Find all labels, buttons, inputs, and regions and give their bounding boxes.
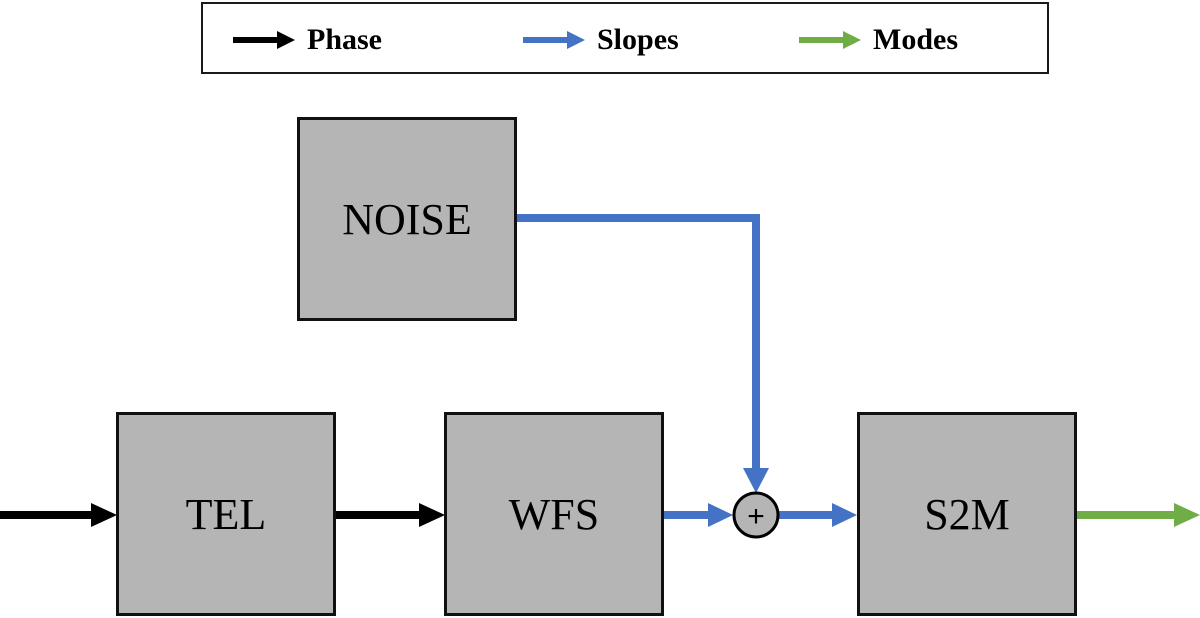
slopes-arrow-sum-to-s2m <box>778 503 857 527</box>
slopes-arrow-wfs-to-sum <box>664 503 733 527</box>
modes-output-arrow <box>1077 503 1200 527</box>
wfs-block: WFS <box>444 412 664 616</box>
plus-icon: + <box>747 500 765 533</box>
modes-arrow-icon <box>799 31 861 49</box>
tel-label: TEL <box>185 489 267 539</box>
tel-block: TEL <box>116 412 336 616</box>
wfs-label: WFS <box>508 489 600 539</box>
legend-label-slopes: Slopes <box>597 23 679 56</box>
s2m-block: S2M <box>857 412 1077 616</box>
s2m-label: S2M <box>924 489 1010 539</box>
legend-label-phase: Phase <box>307 23 382 56</box>
legend: Phase Slopes Modes <box>201 2 1049 74</box>
noise-block: NOISE <box>297 117 517 321</box>
legend-item-modes: Modes <box>799 4 958 76</box>
summing-junction: + <box>732 491 780 539</box>
legend-label-modes: Modes <box>873 23 958 56</box>
phase-input-arrow <box>0 503 117 527</box>
slopes-arrow-icon <box>523 31 585 49</box>
legend-item-phase: Phase <box>233 4 382 76</box>
phase-arrow-icon <box>233 31 295 49</box>
slopes-arrow-noise-to-sum <box>517 214 769 493</box>
legend-item-slopes: Slopes <box>523 4 679 76</box>
phase-arrow-tel-to-wfs <box>336 503 445 527</box>
noise-label: NOISE <box>342 194 472 244</box>
